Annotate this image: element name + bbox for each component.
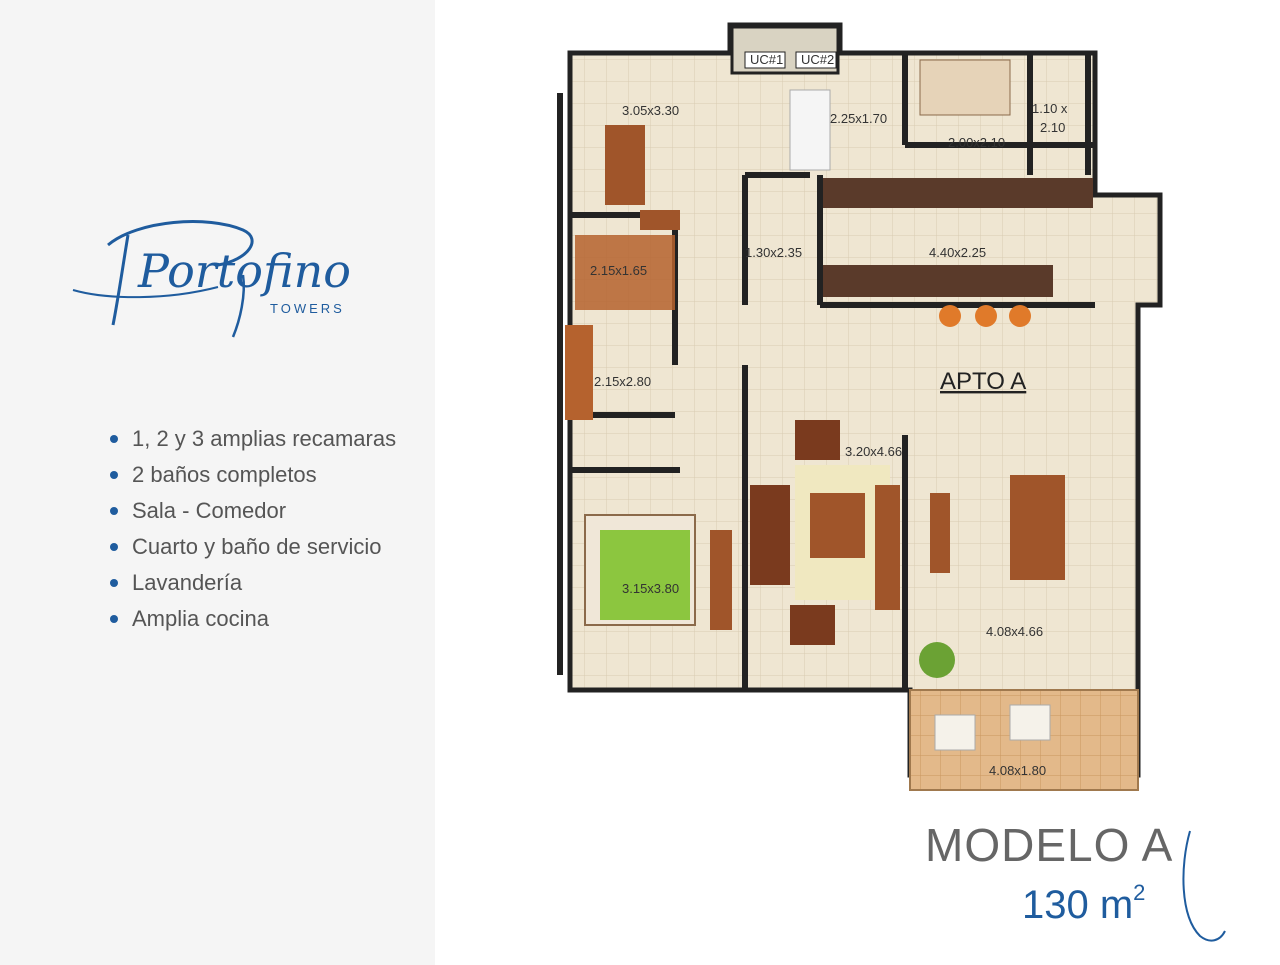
bullet-icon xyxy=(110,543,118,551)
feature-item: 2 baños completos xyxy=(110,457,396,493)
feature-label: 2 baños completos xyxy=(132,462,317,487)
tv-console xyxy=(875,485,900,610)
floor-plan-drawing: UC#1 UC#2 xyxy=(557,22,1163,791)
room-dimension: 1.30x2.35 xyxy=(745,245,802,260)
lounge-chair xyxy=(934,714,976,751)
sidebar: Portofino TOWERS 1, 2 y 3 amplias recama… xyxy=(0,0,435,965)
lounge-chair xyxy=(1009,704,1051,741)
room-dimension: 2.15x2.80 xyxy=(594,374,651,389)
ac-unit xyxy=(795,51,837,69)
ac-unit-label: UC#1 xyxy=(750,52,783,67)
feature-list: 1, 2 y 3 amplias recamaras 2 baños compl… xyxy=(110,421,396,637)
room-dimension: 4.08x1.80 xyxy=(989,763,1046,778)
bullet-icon xyxy=(110,471,118,479)
sideboard xyxy=(930,493,950,573)
interior-walls xyxy=(557,53,1095,690)
feature-label: Cuarto y baño de servicio xyxy=(132,534,382,559)
dining-table xyxy=(1010,475,1065,580)
room-dimension: 2.25x1.70 xyxy=(830,111,887,126)
room-dimension: 3.05x3.30 xyxy=(622,103,679,118)
room-dimension: 4.08x4.66 xyxy=(986,624,1043,639)
bullet-icon xyxy=(110,579,118,587)
armchair xyxy=(790,605,835,645)
feature-label: 1, 2 y 3 amplias recamaras xyxy=(132,426,397,451)
logo-script-graphic: Portofino xyxy=(72,220,351,338)
room-dimension: 1.10 x xyxy=(1032,101,1068,116)
armchair xyxy=(795,420,840,460)
feature-item: Lavandería xyxy=(110,565,396,601)
feature-label: Lavandería xyxy=(132,570,243,595)
service-bed xyxy=(919,59,1011,116)
closet xyxy=(575,235,675,310)
dresser xyxy=(710,530,732,630)
model-area-superscript: 2 xyxy=(1133,880,1146,905)
room-dimension: 2.10 xyxy=(1040,120,1065,135)
feature-item: 1, 2 y 3 amplias recamaras xyxy=(110,421,396,457)
room-dimension: 3.20x4.66 xyxy=(845,444,902,459)
room-dimension: 4.40x2.25 xyxy=(929,245,986,260)
room-dimension: 2.00x2.10 xyxy=(948,135,1005,150)
logo-subtitle: TOWERS xyxy=(270,301,345,316)
bathroom-vanity xyxy=(565,325,593,420)
unit-label: APTO A xyxy=(940,368,1026,395)
bed-cover xyxy=(600,530,690,620)
decorative-swash-icon xyxy=(1182,830,1226,942)
bullet-icon xyxy=(110,615,118,623)
model-area: 130 m2 xyxy=(1022,880,1145,928)
feature-label: Sala - Comedor xyxy=(132,498,287,523)
washer-dryer xyxy=(789,89,831,171)
logo-wordmark: Portofino xyxy=(137,244,351,298)
room-dimension: 3.15x3.80 xyxy=(622,581,679,596)
kitchen-island xyxy=(823,265,1053,297)
feature-label: Amplia cocina xyxy=(132,606,269,631)
feature-item: Cuarto y baño de servicio xyxy=(110,529,396,565)
bar-stool xyxy=(939,305,961,327)
ac-unit-label: UC#2 xyxy=(801,52,834,67)
feature-item: Sala - Comedor xyxy=(110,493,396,529)
model-area-value: 130 m xyxy=(1022,883,1134,927)
model-name: MODELO A xyxy=(925,819,1174,871)
room-dimension: 2.15x1.65 xyxy=(590,263,647,278)
bullet-icon xyxy=(110,435,118,443)
floor-plan: UC#1 UC#2 xyxy=(540,15,1180,805)
desk-extension xyxy=(640,210,680,230)
bar-stool xyxy=(1009,305,1031,327)
sofa xyxy=(750,485,790,585)
coffee-table xyxy=(810,493,865,558)
plant xyxy=(919,642,955,678)
ac-unit xyxy=(744,51,786,69)
apartment-floor xyxy=(567,22,1163,778)
portofino-logo: Portofino xyxy=(68,205,378,345)
bullet-icon xyxy=(110,507,118,515)
feature-item: Amplia cocina xyxy=(110,601,396,637)
kitchen-counter xyxy=(823,178,1093,208)
bar-stool xyxy=(975,305,997,327)
desk xyxy=(605,125,645,205)
